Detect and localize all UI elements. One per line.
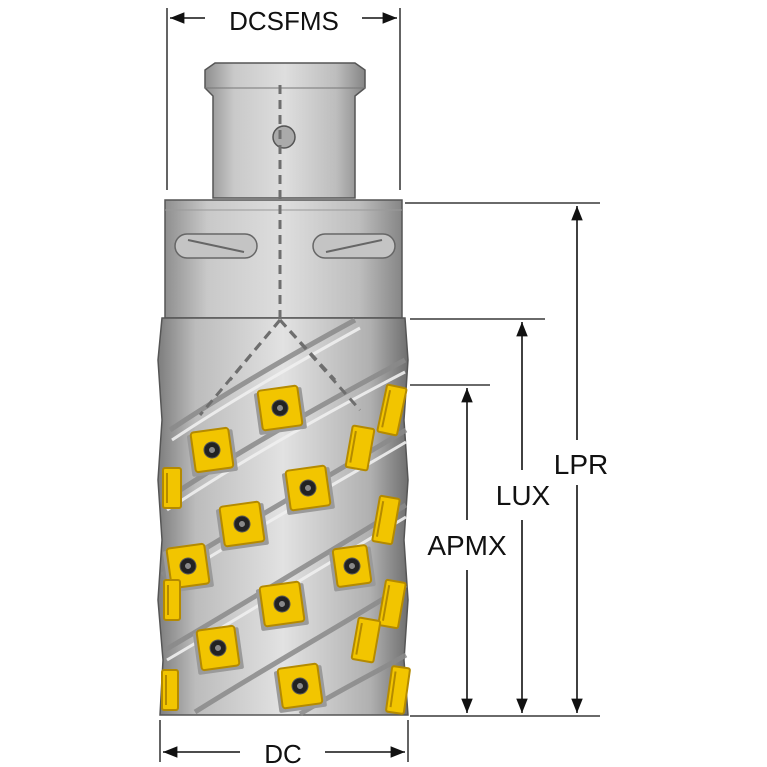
insert-face <box>255 580 309 631</box>
lpr-label: LPR <box>554 449 608 480</box>
insert-edge <box>162 467 182 509</box>
insert-edge <box>344 424 376 472</box>
lux-label: LUX <box>496 480 551 511</box>
dimension-arrows <box>163 12 583 758</box>
insert-face <box>273 662 327 713</box>
insert-face <box>192 624 244 675</box>
insert-edge <box>376 383 408 437</box>
insert-edge <box>161 669 179 711</box>
insert-edge <box>350 616 382 664</box>
lux-label-bg <box>490 477 556 513</box>
dc-label: DC <box>264 739 302 767</box>
shank-hole <box>272 125 296 149</box>
dc-label-bg <box>242 736 324 766</box>
collar <box>164 199 403 319</box>
insert-edge <box>163 579 181 621</box>
apmx-label-bg <box>420 527 514 563</box>
dcsfms-label: DCSFMS <box>229 6 339 36</box>
lpr-label-bg <box>548 446 614 482</box>
collar-slot-right-line <box>325 239 383 253</box>
insert-edge <box>385 665 411 715</box>
inserts <box>161 383 411 715</box>
extension-lines <box>159 8 600 762</box>
insert-face <box>253 384 307 435</box>
coolant-channels <box>198 85 362 416</box>
insert-face <box>186 426 238 477</box>
insert-face <box>329 544 376 592</box>
apmx-label: APMX <box>427 530 507 561</box>
insert-face <box>281 464 335 515</box>
insert-face <box>215 500 269 551</box>
collar-body <box>164 199 403 319</box>
collar-slot-left-line <box>187 239 245 253</box>
insert-edge <box>377 578 407 630</box>
insert-edge <box>371 494 401 546</box>
dcsfms-label-bg <box>207 4 361 34</box>
shank <box>204 62 366 199</box>
